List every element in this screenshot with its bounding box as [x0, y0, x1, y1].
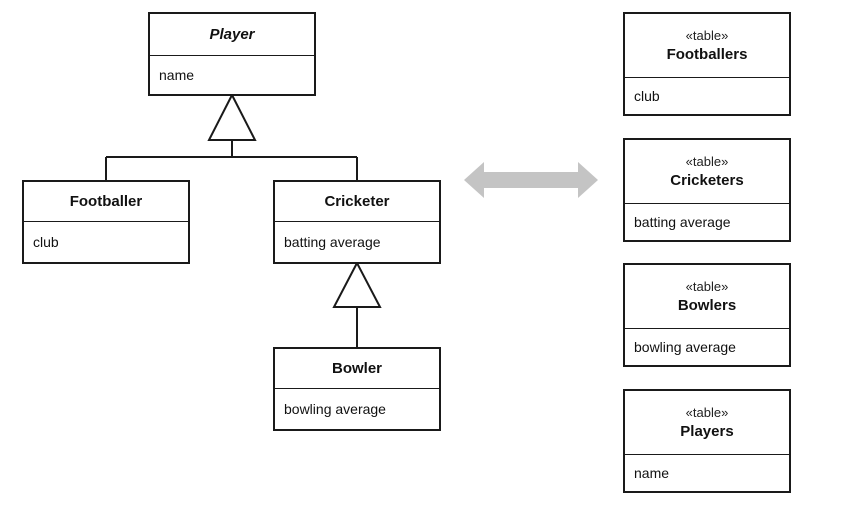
table-players-name: Players [680, 423, 734, 440]
class-footballer-name: Footballer [69, 193, 143, 210]
cricketer-inheritance-triangle [332, 260, 382, 308]
class-footballer-attribute: club [33, 234, 59, 250]
class-player-header: Player [150, 14, 314, 56]
table-bowlers-column: bowling average [634, 339, 736, 355]
class-bowler: Bowler bowling average [273, 347, 441, 431]
table-bowlers-name: Bowlers [677, 297, 737, 314]
table-cricketers: «table» Cricketers batting average [623, 138, 791, 242]
table-bowlers: «table» Bowlers bowling average [623, 263, 791, 367]
class-cricketer: Cricketer batting average [273, 180, 441, 264]
table-cricketers-name: Cricketers [670, 172, 744, 189]
table-footballers-stereotype: «table» [685, 28, 729, 43]
table-cricketers-column: batting average [634, 214, 731, 230]
table-players-column: name [634, 465, 670, 481]
table-footballers: «table» Footballers club [623, 12, 791, 116]
table-cricketers-stereotype: «table» [685, 154, 729, 169]
table-bowlers-stereotype: «table» [685, 279, 729, 294]
table-footballers-name: Footballers [666, 46, 748, 63]
table-players-header: «table» Players [625, 391, 789, 455]
player-inheritance-triangle [207, 92, 257, 141]
table-footballers-column: club [634, 88, 660, 104]
class-player: Player name [148, 12, 316, 96]
class-bowler-header: Bowler [275, 349, 439, 389]
class-cricketer-header: Cricketer [275, 182, 439, 222]
class-player-attribute: name [159, 67, 195, 83]
table-bowlers-header: «table» Bowlers [625, 265, 789, 329]
table-players: «table» Players name [623, 389, 791, 493]
class-cricketer-name: Cricketer [324, 193, 390, 210]
class-cricketer-attribute: batting average [284, 234, 381, 250]
table-cricketers-header: «table» Cricketers [625, 140, 789, 204]
class-player-name: Player [209, 26, 255, 43]
class-bowler-attribute: bowling average [284, 401, 386, 417]
mapping-double-arrow [464, 162, 598, 198]
class-bowler-name: Bowler [331, 360, 382, 377]
table-footballers-header: «table» Footballers [625, 14, 789, 78]
class-footballer: Footballer club [22, 180, 190, 264]
table-players-stereotype: «table» [685, 405, 729, 420]
class-footballer-header: Footballer [24, 182, 188, 222]
